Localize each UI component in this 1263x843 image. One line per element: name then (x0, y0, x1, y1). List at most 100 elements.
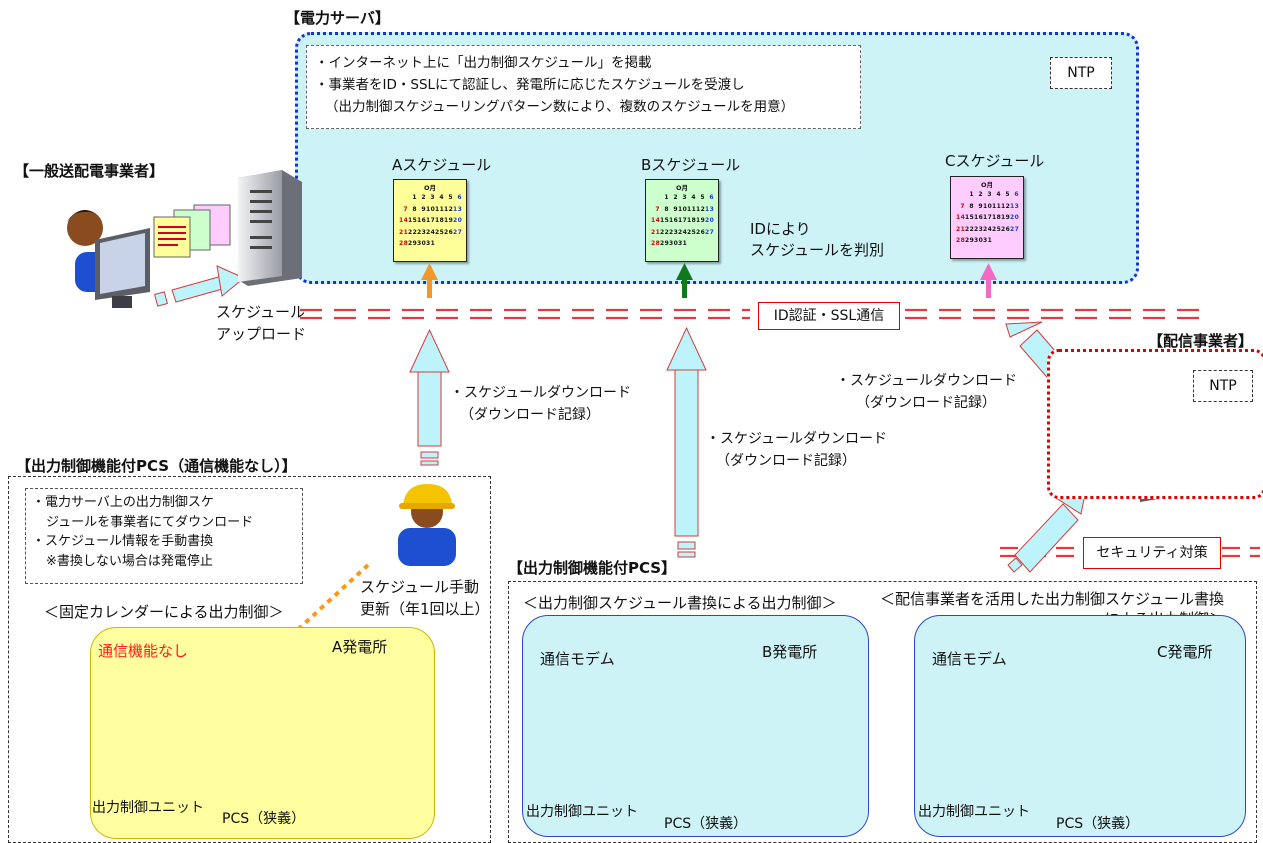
upload-label-line-2: アップロード (216, 325, 307, 343)
distributor-ntp-box: NTP (1193, 370, 1253, 402)
calendar-day: 20 (453, 217, 463, 224)
calendar-day: 19 (696, 217, 706, 224)
schedule-b-label: Bスケジュール (641, 156, 741, 174)
auth-label: ID認証・SSL通信 (773, 308, 885, 324)
calendar-day: 29 (408, 240, 418, 247)
manual-update-label: スケジュール手動 更新（年1回以上） (360, 576, 490, 620)
calendar-day: 12 (444, 205, 454, 213)
calendar-day: 7 (655, 205, 660, 213)
arrow-a-orange (421, 263, 438, 298)
auth-dashed-line (300, 308, 1200, 320)
calendar-day: 9 (673, 205, 678, 213)
worker-icon (398, 484, 456, 566)
schedule-a-label: Aスケジュール (392, 156, 492, 174)
calendar-day: 4 (996, 191, 1001, 198)
calendar-day: 25 (435, 228, 445, 236)
calendar-day: 22 (408, 228, 418, 236)
download-arrow-b (666, 326, 707, 558)
download-note-b-line-1: ・スケジュールダウンロード (706, 431, 888, 447)
plant-a-box (90, 627, 435, 839)
calendar-day: 28 (651, 240, 661, 247)
calendar-day: 24 (678, 228, 688, 236)
calendar-week: 21222324252627 (951, 224, 1023, 236)
calendar-day: 29 (965, 237, 975, 244)
calendar-day: 14 (399, 217, 409, 224)
calendar-day: 26 (1001, 225, 1011, 233)
upload-arrow (154, 265, 245, 307)
upload-label-line-1: スケジュール (216, 303, 305, 321)
calendar-month: O月 (423, 184, 437, 192)
power-server-notes: ・インターネット上に「出力制御スケジュール」を掲載 ・事業者をID・SSLにて認… (306, 45, 861, 129)
calendar-day: 17 (426, 217, 436, 224)
calendar-week: 28293031 (646, 238, 718, 250)
calendar-day: 10 (983, 202, 993, 210)
calendar-day: 27 (453, 228, 463, 236)
calendar-week: 28293031 (394, 238, 466, 250)
security-label-box: セキュリティ対策 (1083, 537, 1221, 569)
calendar-day: 3 (987, 191, 992, 198)
pcs-no-comm-note-1: ・電力サーバ上の出力制御スケ (32, 495, 214, 510)
calendar-day: 27 (1010, 225, 1020, 233)
distributor-title: 【配信事業者】 (1148, 332, 1254, 350)
calendar-day: 10 (678, 205, 688, 213)
calendar-day: 2 (421, 194, 426, 201)
calendar-day: 21 (651, 228, 661, 236)
calendar-day: 11 (687, 205, 697, 213)
calendar-day: 30 (974, 237, 984, 244)
calendar-day: 6 (457, 194, 462, 201)
calendar-day: 9 (421, 205, 426, 213)
calendar-day: 21 (399, 228, 409, 236)
manual-update-line-2: 更新（年1回以上） (360, 600, 490, 618)
download-note-a-line-2: （ダウンロード記録） (460, 407, 600, 423)
calendar-day: 26 (444, 228, 454, 236)
pcs-no-comm-notes: ・電力サーバ上の出力制御スケ ジュールを事業者にてダウンロード ・スケジュール情… (25, 488, 303, 584)
unit-c-label: 出力制御ユニット (918, 804, 1030, 820)
calendar-day: 4 (439, 194, 444, 201)
pcs-no-comm-note-3: ・スケジュール情報を手動書換 (32, 534, 214, 549)
calendar-day: 3 (682, 194, 687, 201)
calendar-day: 16 (417, 217, 427, 224)
calendar-day: 11 (992, 202, 1002, 210)
calendar-day: 30 (417, 240, 427, 247)
calendar-week: 21222324252627 (646, 227, 718, 239)
server-note-3: （出力制御スケジューリングパターン数により、複数のスケジュールを用意） (325, 99, 795, 115)
upload-label: スケジュール アップロード (216, 301, 306, 345)
calendar-day: 2 (978, 191, 983, 198)
download-note-b-line-2: （ダウンロード記録） (716, 453, 856, 469)
unit-a-label: 出力制御ユニット (92, 800, 204, 816)
modem-c-label: 通信モデム (932, 650, 1007, 668)
calendar-day: 10 (426, 205, 436, 213)
calendar-week: 21222324252627 (394, 227, 466, 239)
calendar-day: 20 (705, 217, 715, 224)
calendar-day: 3 (430, 194, 435, 201)
fixed-calendar-method: ＜固定カレンダーによる出力制御＞ (44, 603, 284, 621)
calendar-day: 15 (408, 217, 418, 224)
calendar-week: 14151617181920 (394, 215, 466, 227)
transmission-operator-icon (67, 210, 150, 308)
calendar-day: 24 (426, 228, 436, 236)
id-note-line-1: IDにより (750, 220, 811, 238)
schedule-documents-icon (153, 204, 231, 258)
calendar-week: 14151617181920 (646, 215, 718, 227)
transmission-server-icon (238, 170, 302, 286)
calendar-day: 16 (974, 214, 984, 221)
calendar-day: 8 (412, 205, 417, 213)
calendar-day: 4 (691, 194, 696, 201)
calendar-day: 18 (992, 214, 1002, 221)
calendar-day: 31 (678, 240, 688, 247)
calendar-day: 20 (1010, 214, 1020, 221)
download-note-a: ・スケジュールダウンロード （ダウンロード記録） (450, 382, 631, 426)
calendar-day: 1 (412, 194, 417, 201)
method-b: ＜出力制御スケジュール書換による出力制御＞ (523, 594, 837, 612)
calendar-day: 15 (660, 217, 670, 224)
calendar-day: 22 (660, 228, 670, 236)
calendar-day: 19 (444, 217, 454, 224)
calendar-day: 8 (664, 205, 669, 213)
calendar-day: 22 (965, 225, 975, 233)
security-label: セキュリティ対策 (1096, 545, 1208, 561)
plant-c-box (914, 615, 1246, 837)
